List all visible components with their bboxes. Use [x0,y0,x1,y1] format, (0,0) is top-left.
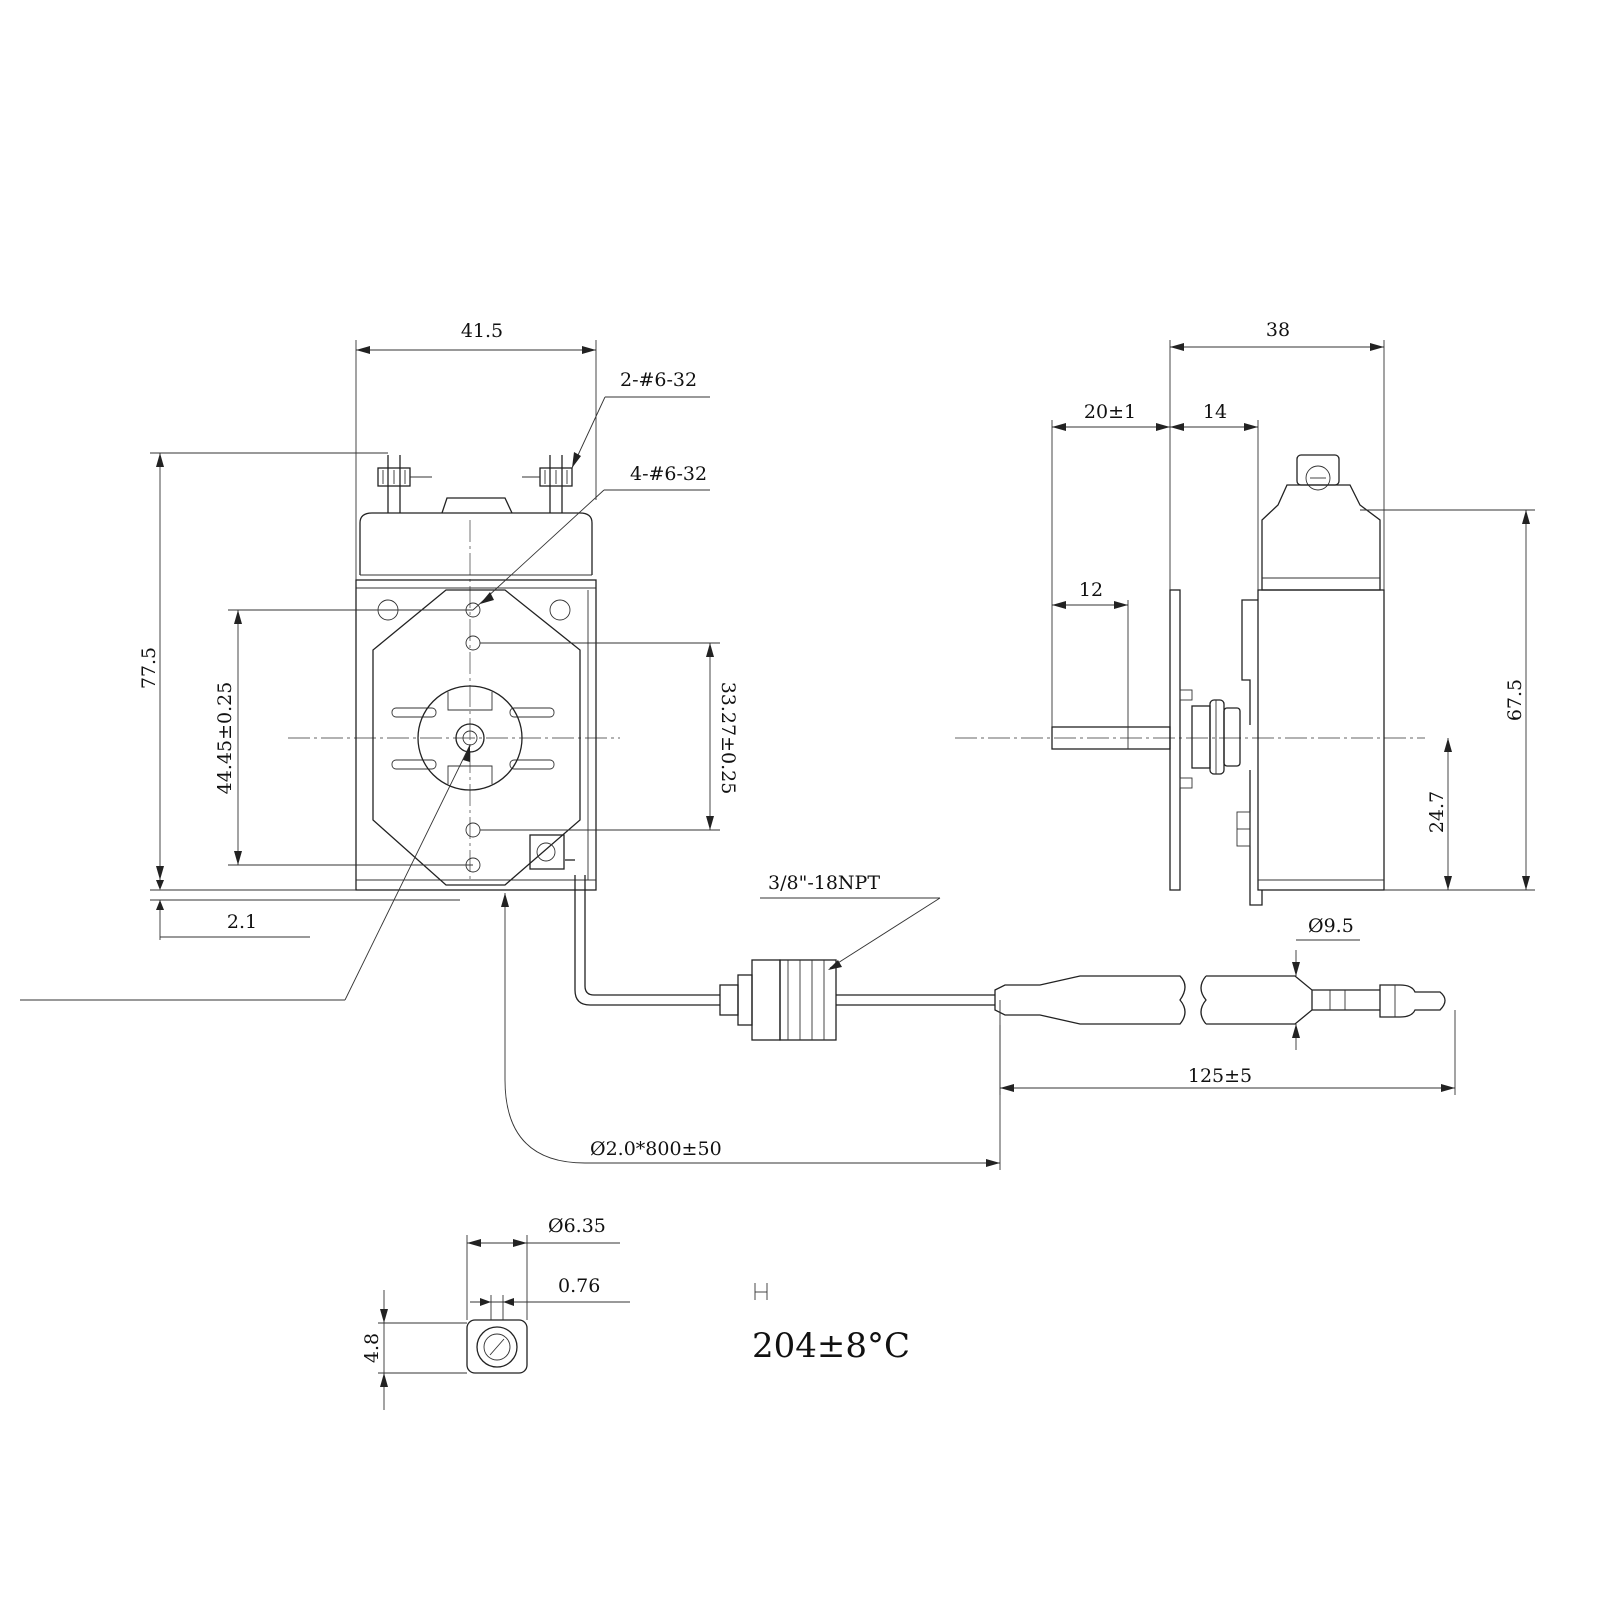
npt-fitting [719,959,995,1041]
dim-overall-height: 77.5 [138,647,160,689]
sensing-bulb [994,975,1446,1025]
side-view [955,454,1425,906]
dim-hole-spacing-outer: 44.45±0.25 [214,682,236,795]
capillary-tube [574,875,720,1006]
dim-bulb-length: 125±5 [1188,1065,1252,1087]
dim-hole-spacing-inner: 33.27±0.25 [717,682,739,795]
dim-axis-height: 24.7 [1426,791,1448,833]
dim-side-height: 67.5 [1504,679,1526,721]
dim-body-offset: 14 [1203,401,1227,423]
dim-shaft-flat: 12 [1079,579,1103,601]
dimension-lines [20,340,1535,1410]
dim-flat-width: 4.8 [361,1333,383,1363]
front-view [288,455,620,891]
dim-thread-spec: 3/8"-18NPT [768,872,880,894]
dim-shaft-length: 20±1 [1084,401,1136,423]
dim-capillary: Ø2.0*800±50 [590,1138,722,1160]
dimension-labels: 41.5 2-#6-32 4-#6-32 77.5 44.45±0.25 33.… [138,319,1526,1366]
dim-front-width: 41.5 [461,320,503,342]
terminal-screw-right [522,455,573,513]
dim-bottom-offset: 2.1 [227,911,257,933]
dim-mount-holes: 4-#6-32 [630,463,707,485]
temperature-rating: 204±8°C [752,1326,910,1366]
dim-side-width: 38 [1266,319,1290,341]
dim-shaft-diameter: Ø6.35 [548,1215,606,1237]
dim-flat-depth: 0.76 [558,1275,600,1297]
dim-terminal-screws: 2-#6-32 [620,369,697,391]
shaft-detail [466,1312,528,1374]
terminal-screw-left [377,455,432,513]
dim-bulb-diameter: Ø9.5 [1308,915,1354,937]
